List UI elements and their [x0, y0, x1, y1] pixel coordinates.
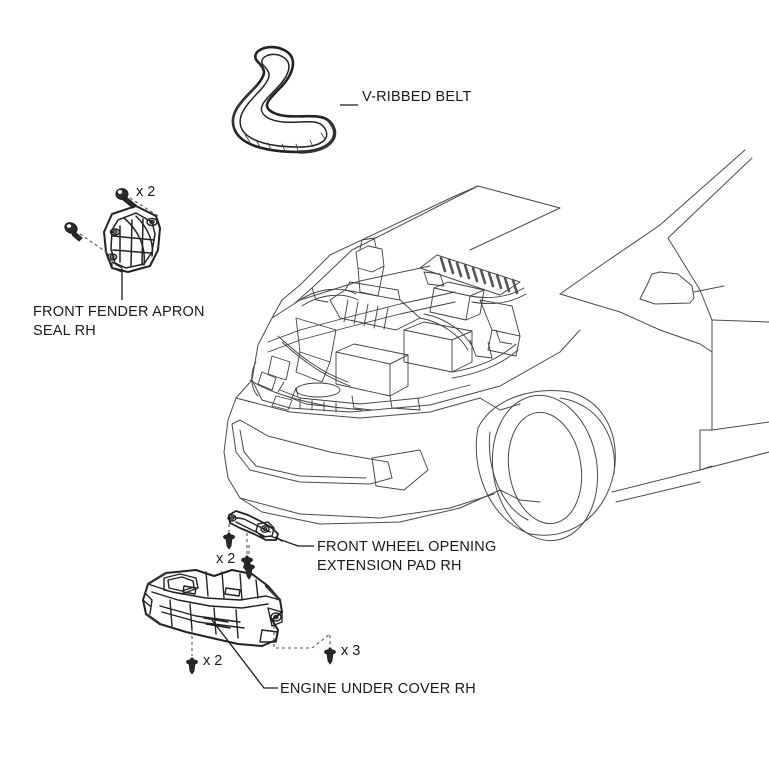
bolt-icon-apron-upper	[115, 188, 137, 209]
label-front-fender-apron-seal-rh-line1: FRONT FENDER APRON	[33, 304, 205, 320]
label-v-ribbed-belt: V-RIBBED BELT	[362, 89, 472, 105]
label-front-wheel-opening-extension-pad-rh-line1: FRONT WHEEL OPENING	[317, 539, 497, 555]
clip-icon-undercover-left	[186, 657, 198, 675]
clip-icon-undercover-right	[324, 647, 336, 665]
bolt-icon-apron-lower	[64, 222, 83, 242]
label-front-fender-apron-seal-rh-line2: SEAL RH	[33, 323, 96, 339]
quantity-wheel-opening-pad-clips: x 2	[216, 551, 236, 567]
quantity-apron-seal-bolts: x 2	[136, 184, 156, 200]
clip-icon-pad-a	[223, 532, 235, 550]
dashed-undercover-clip-right	[273, 626, 331, 649]
leader-engine-under-cover	[211, 619, 278, 689]
quantity-under-cover-clips-right: x 3	[341, 643, 361, 659]
dashed-apron-bolt-lower	[79, 233, 113, 257]
clip-icon-undercover-top	[243, 562, 255, 580]
quantity-under-cover-clips-left: x 2	[203, 653, 223, 669]
label-engine-under-cover-rh: ENGINE UNDER COVER RH	[280, 681, 476, 697]
label-front-wheel-opening-extension-pad-rh-line2: EXTENSION PAD RH	[317, 558, 462, 574]
leader-wheel-opening-pad	[269, 535, 314, 547]
